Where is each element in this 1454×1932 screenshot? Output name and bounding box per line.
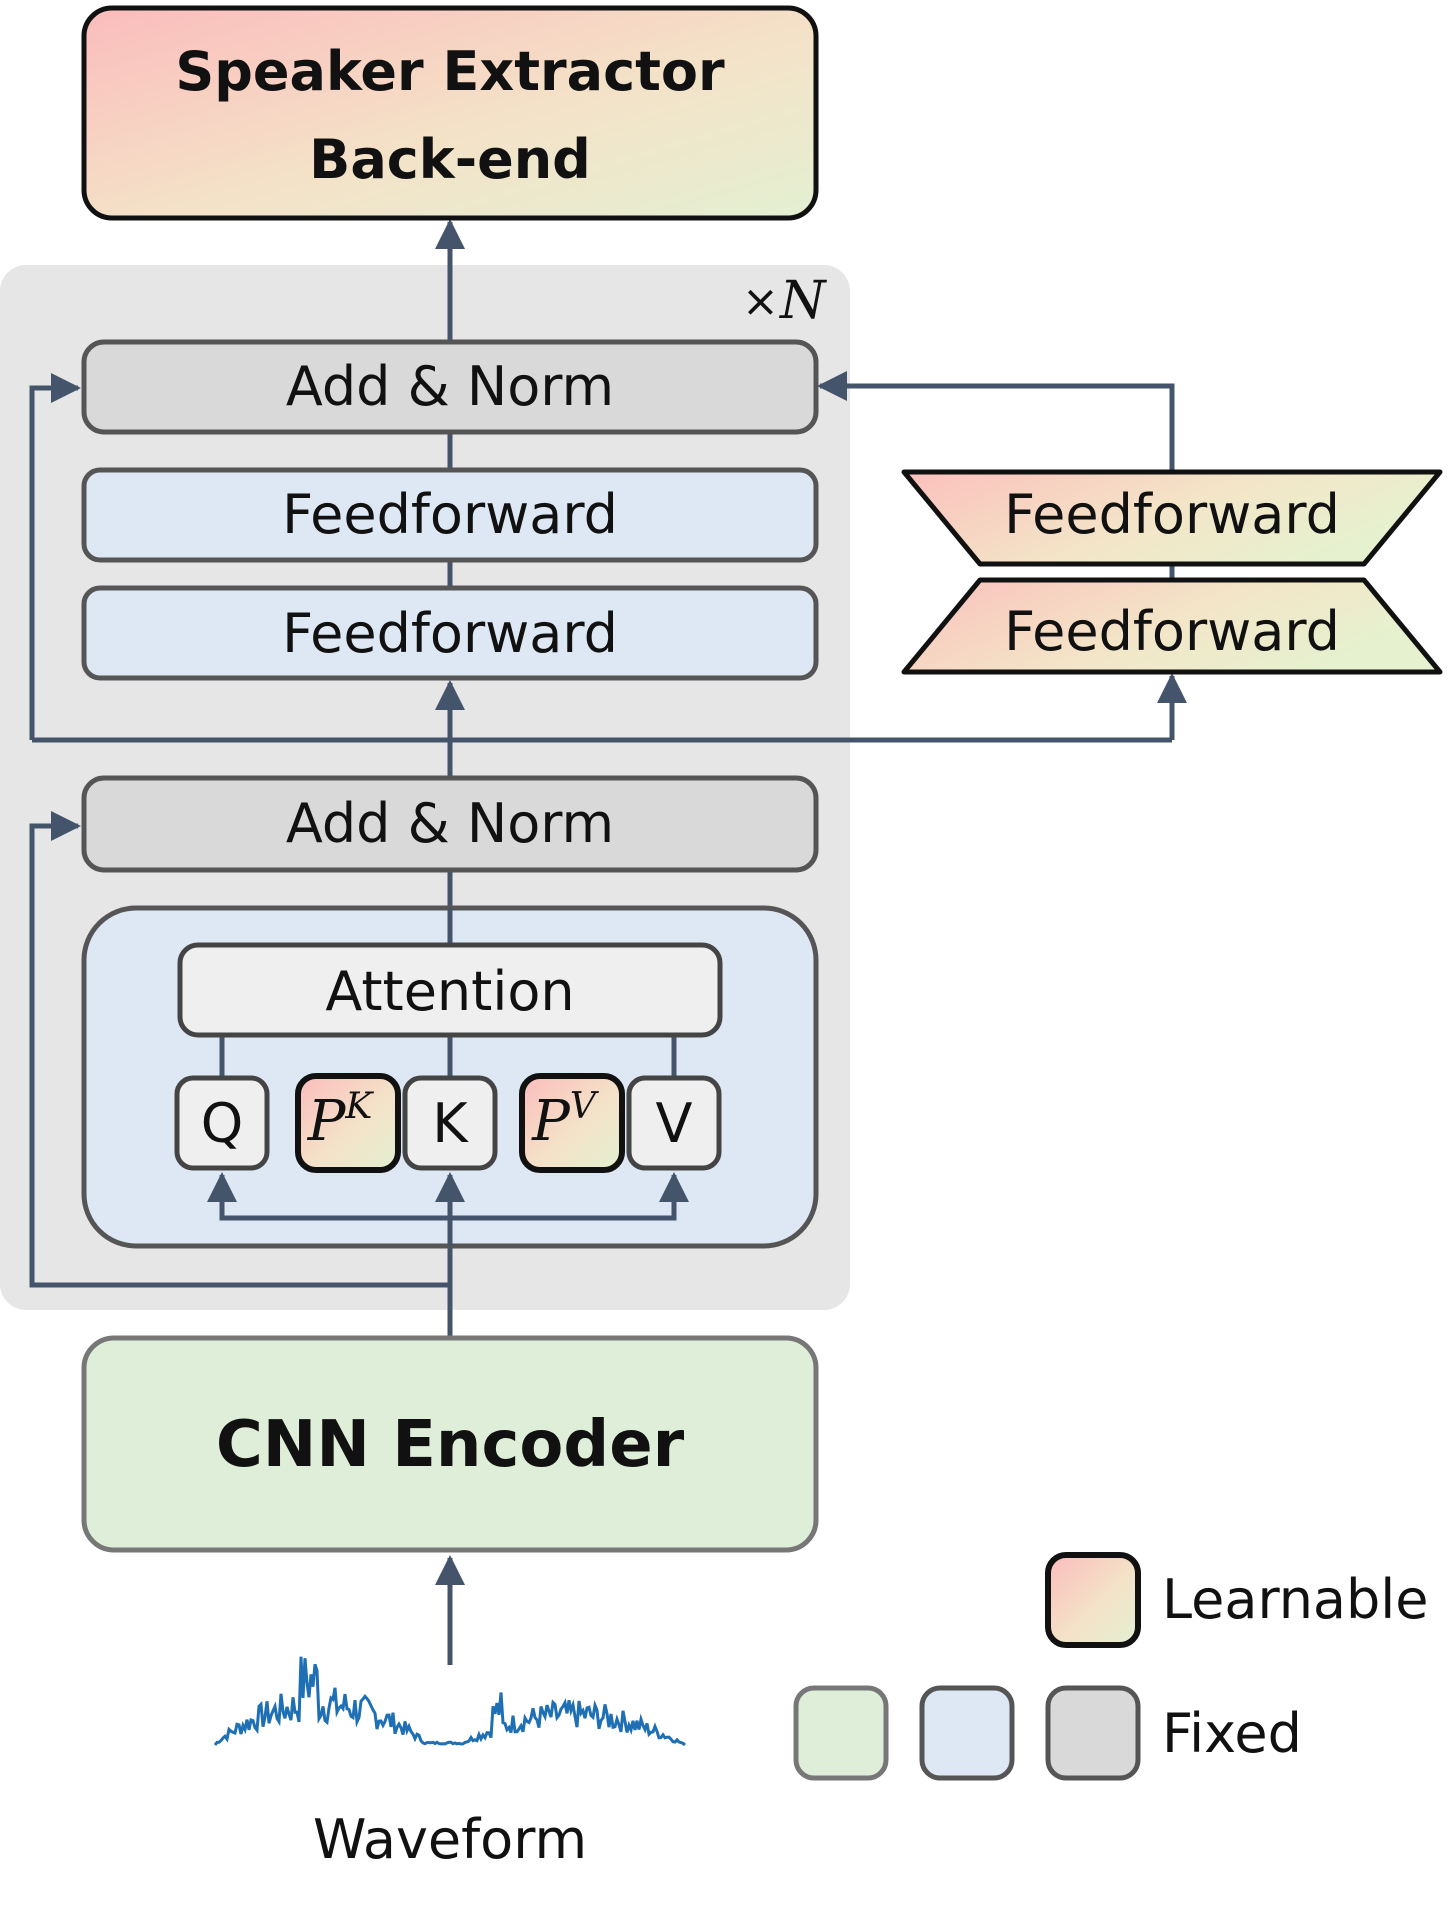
cnn-encoder-label: CNN Encoder [216,1408,685,1482]
key-box [402,1075,498,1171]
legend-fixed-green-swatch [793,1685,889,1781]
adapter-feedforward-down [901,577,1443,675]
repeat-times-symbol: × [742,276,779,327]
cnn-encoder [81,1335,819,1553]
add-norm-bottom [81,775,819,873]
adapter-feedforward-down-label: Feedforward [1004,600,1340,663]
legend-fixed-grey-swatch [1045,1685,1141,1781]
feedforward-1-label: Feedforward [282,483,618,546]
feedforward-block-2 [81,585,819,681]
legend-learnable-label: Learnable [1162,1568,1429,1631]
feedforward-2-label: Feedforward [282,602,618,665]
feedforward-block-1 [81,467,819,563]
backend-title-line2: Back-end [309,128,591,191]
prompt-value-box [519,1073,625,1173]
query-box [174,1075,270,1171]
waveform-trace [213,1656,686,1747]
value-box [626,1075,722,1171]
prompt-value-base: P [531,1089,571,1154]
repeat-count-var: N [778,271,827,331]
attention-label: Attention [325,960,574,1023]
key-label: K [432,1092,469,1155]
prompt-key-superscript: K [344,1086,374,1127]
legend-learnable-swatch [1045,1552,1141,1648]
query-label: Q [201,1092,244,1155]
add-norm-top-label: Add & Norm [286,355,614,418]
prompt-key-label: PK [307,1086,375,1154]
waveform-label: Waveform [313,1808,587,1871]
attention-block [177,942,723,1038]
adapter-feedforward-up-label: Feedforward [1004,483,1340,546]
prompt-key-box [295,1073,401,1173]
adapter-feedforward-up [901,469,1443,567]
prompt-value-label: PV [531,1086,600,1154]
add-norm-bottom-label: Add & Norm [286,792,614,855]
add-norm-top [81,339,819,435]
waveform-icon [213,1656,686,1747]
speaker-extractor-backend [81,5,819,221]
value-label: V [656,1092,693,1155]
backend-title-line1: Speaker Extractor [175,40,725,103]
prompt-key-base: P [307,1089,347,1154]
prompt-value-superscript: V [570,1086,600,1127]
legend-fixed-blue-swatch [919,1685,1015,1781]
legend-fixed-label: Fixed [1162,1702,1302,1765]
